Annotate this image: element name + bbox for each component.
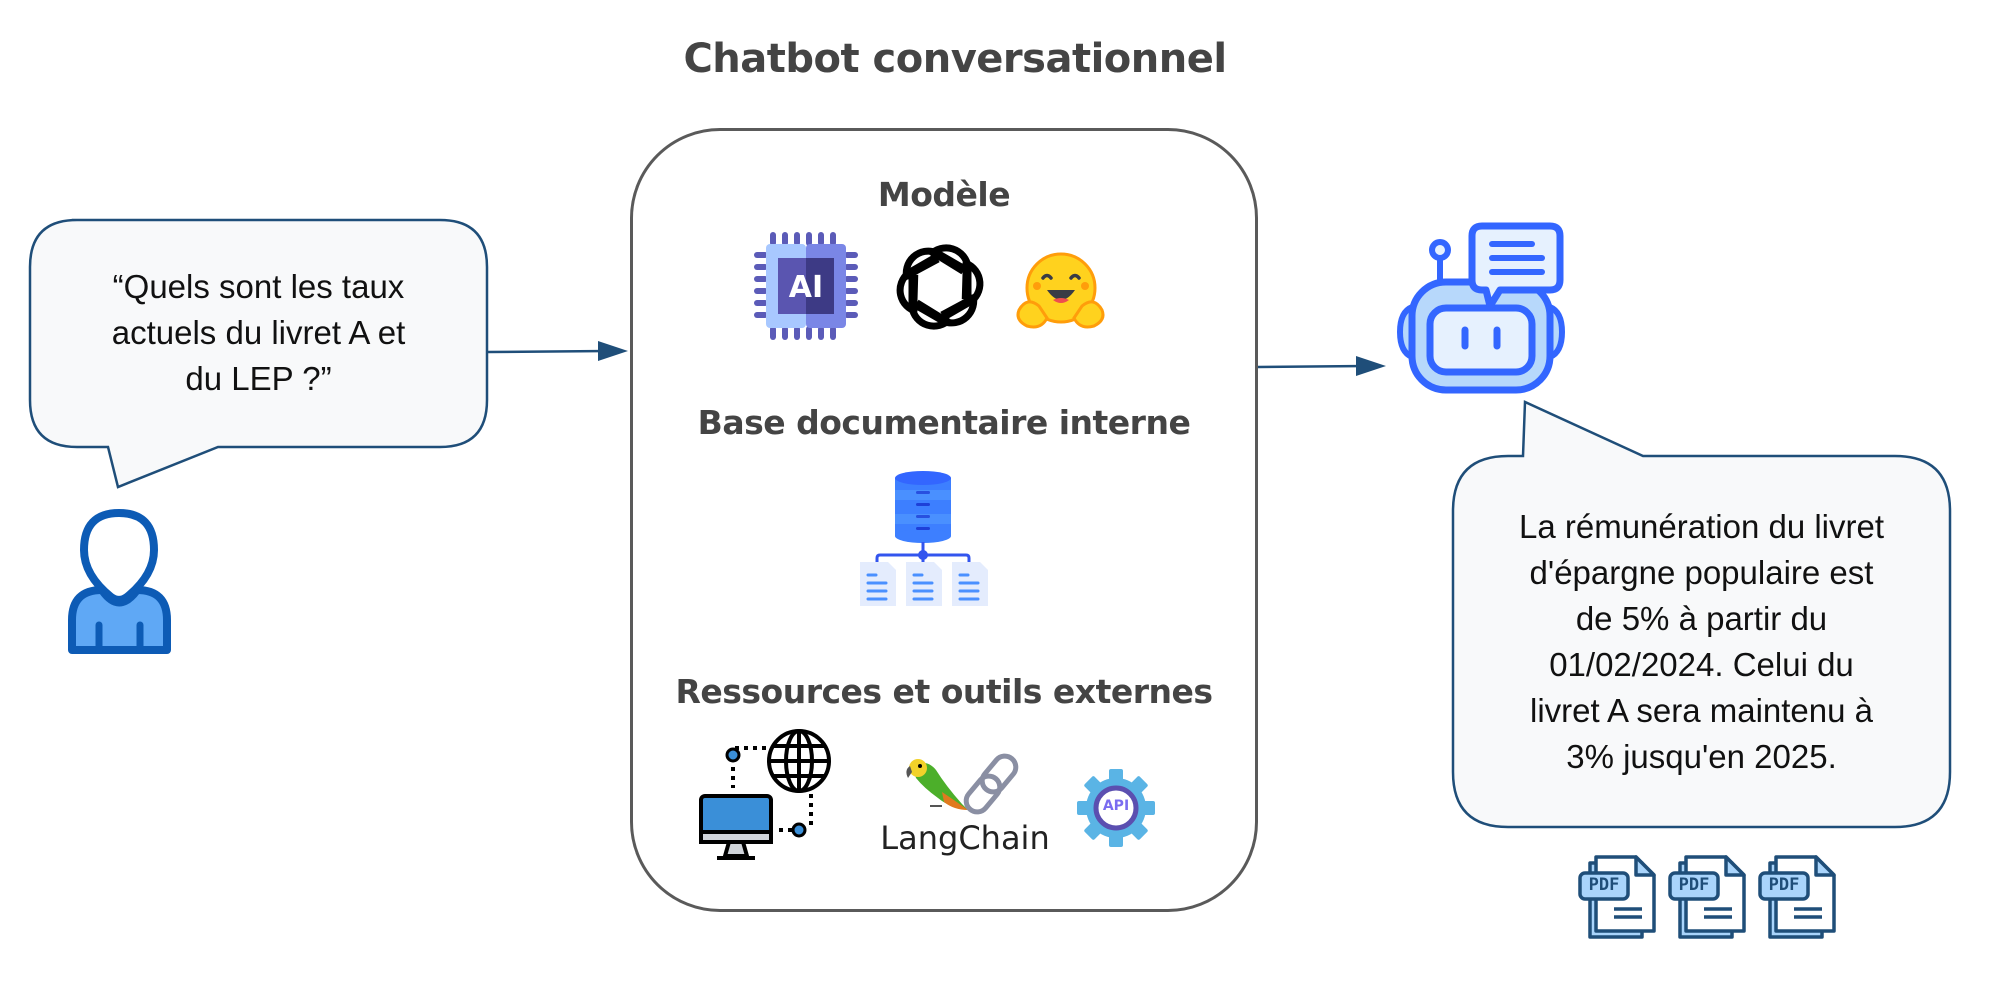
question-bubble-shape (28, 218, 489, 489)
document-icon (1668, 855, 1746, 939)
api-label: API (1102, 798, 1130, 814)
chatbot-frame (630, 128, 1258, 912)
document-icon (1578, 855, 1656, 939)
answer-line: d'épargne populaire est (1529, 554, 1874, 591)
document-icon (1758, 855, 1836, 939)
answer-line: de 5% à partir du (1575, 600, 1828, 637)
pdf-label: PDF (1588, 875, 1620, 895)
question-line: actuels du livret A et (111, 314, 406, 351)
database-documents-icon (860, 471, 988, 606)
question-line: du LEP ?” (185, 360, 332, 397)
api-gear-icon: API (1076, 768, 1156, 848)
answer-line: livret A sera maintenu à (1529, 692, 1874, 729)
langchain-logo-icon: LangChain (880, 748, 1050, 858)
pdf-file-icon: PDF (1758, 855, 1840, 941)
svg-text:AI: AI (789, 270, 823, 305)
answer-line: 01/02/2024. Celui du (1549, 646, 1854, 683)
pdf-file-icon: PDF (1668, 855, 1750, 941)
answer-bubble-shape (1451, 400, 1952, 829)
gear-icon (1077, 769, 1155, 847)
section-title-external-tools: Ressources et outils externes (675, 672, 1213, 711)
bot-answer: La rémunération du livret d'épargne popu… (1453, 504, 1950, 780)
parrot-chain-icon (906, 753, 1019, 815)
section-title-knowledge-base: Base documentaire interne (697, 403, 1191, 442)
user-question: “Quels sont les taux actuels du livret A… (30, 264, 487, 402)
diagram-title: Chatbot conversationnel (683, 36, 1227, 82)
section-title-model: Modèle (877, 175, 1011, 214)
web-network-icon (699, 729, 831, 860)
question-line: “Quels sont les taux (112, 268, 405, 305)
pdf-file-icon: PDF (1578, 855, 1660, 941)
answer-line: La rémunération du livret (1518, 508, 1885, 545)
user-icon (68, 508, 171, 654)
robot-chat-icon (1397, 222, 1565, 394)
pdf-label: PDF (1768, 875, 1800, 895)
pdf-sources: PDF PDF PDF (1578, 855, 1858, 945)
pdf-label: PDF (1678, 875, 1710, 895)
arrow-chatbot-to-bot (1257, 356, 1386, 376)
answer-line: 3% jusqu'en 2025. (1566, 738, 1837, 775)
arrow-user-to-chatbot (487, 341, 628, 361)
openai-logo-icon (896, 244, 984, 330)
langchain-label: LangChain (880, 819, 1050, 857)
ai-chip-icon: AI (754, 232, 858, 340)
hugging-face-icon (1016, 252, 1105, 329)
